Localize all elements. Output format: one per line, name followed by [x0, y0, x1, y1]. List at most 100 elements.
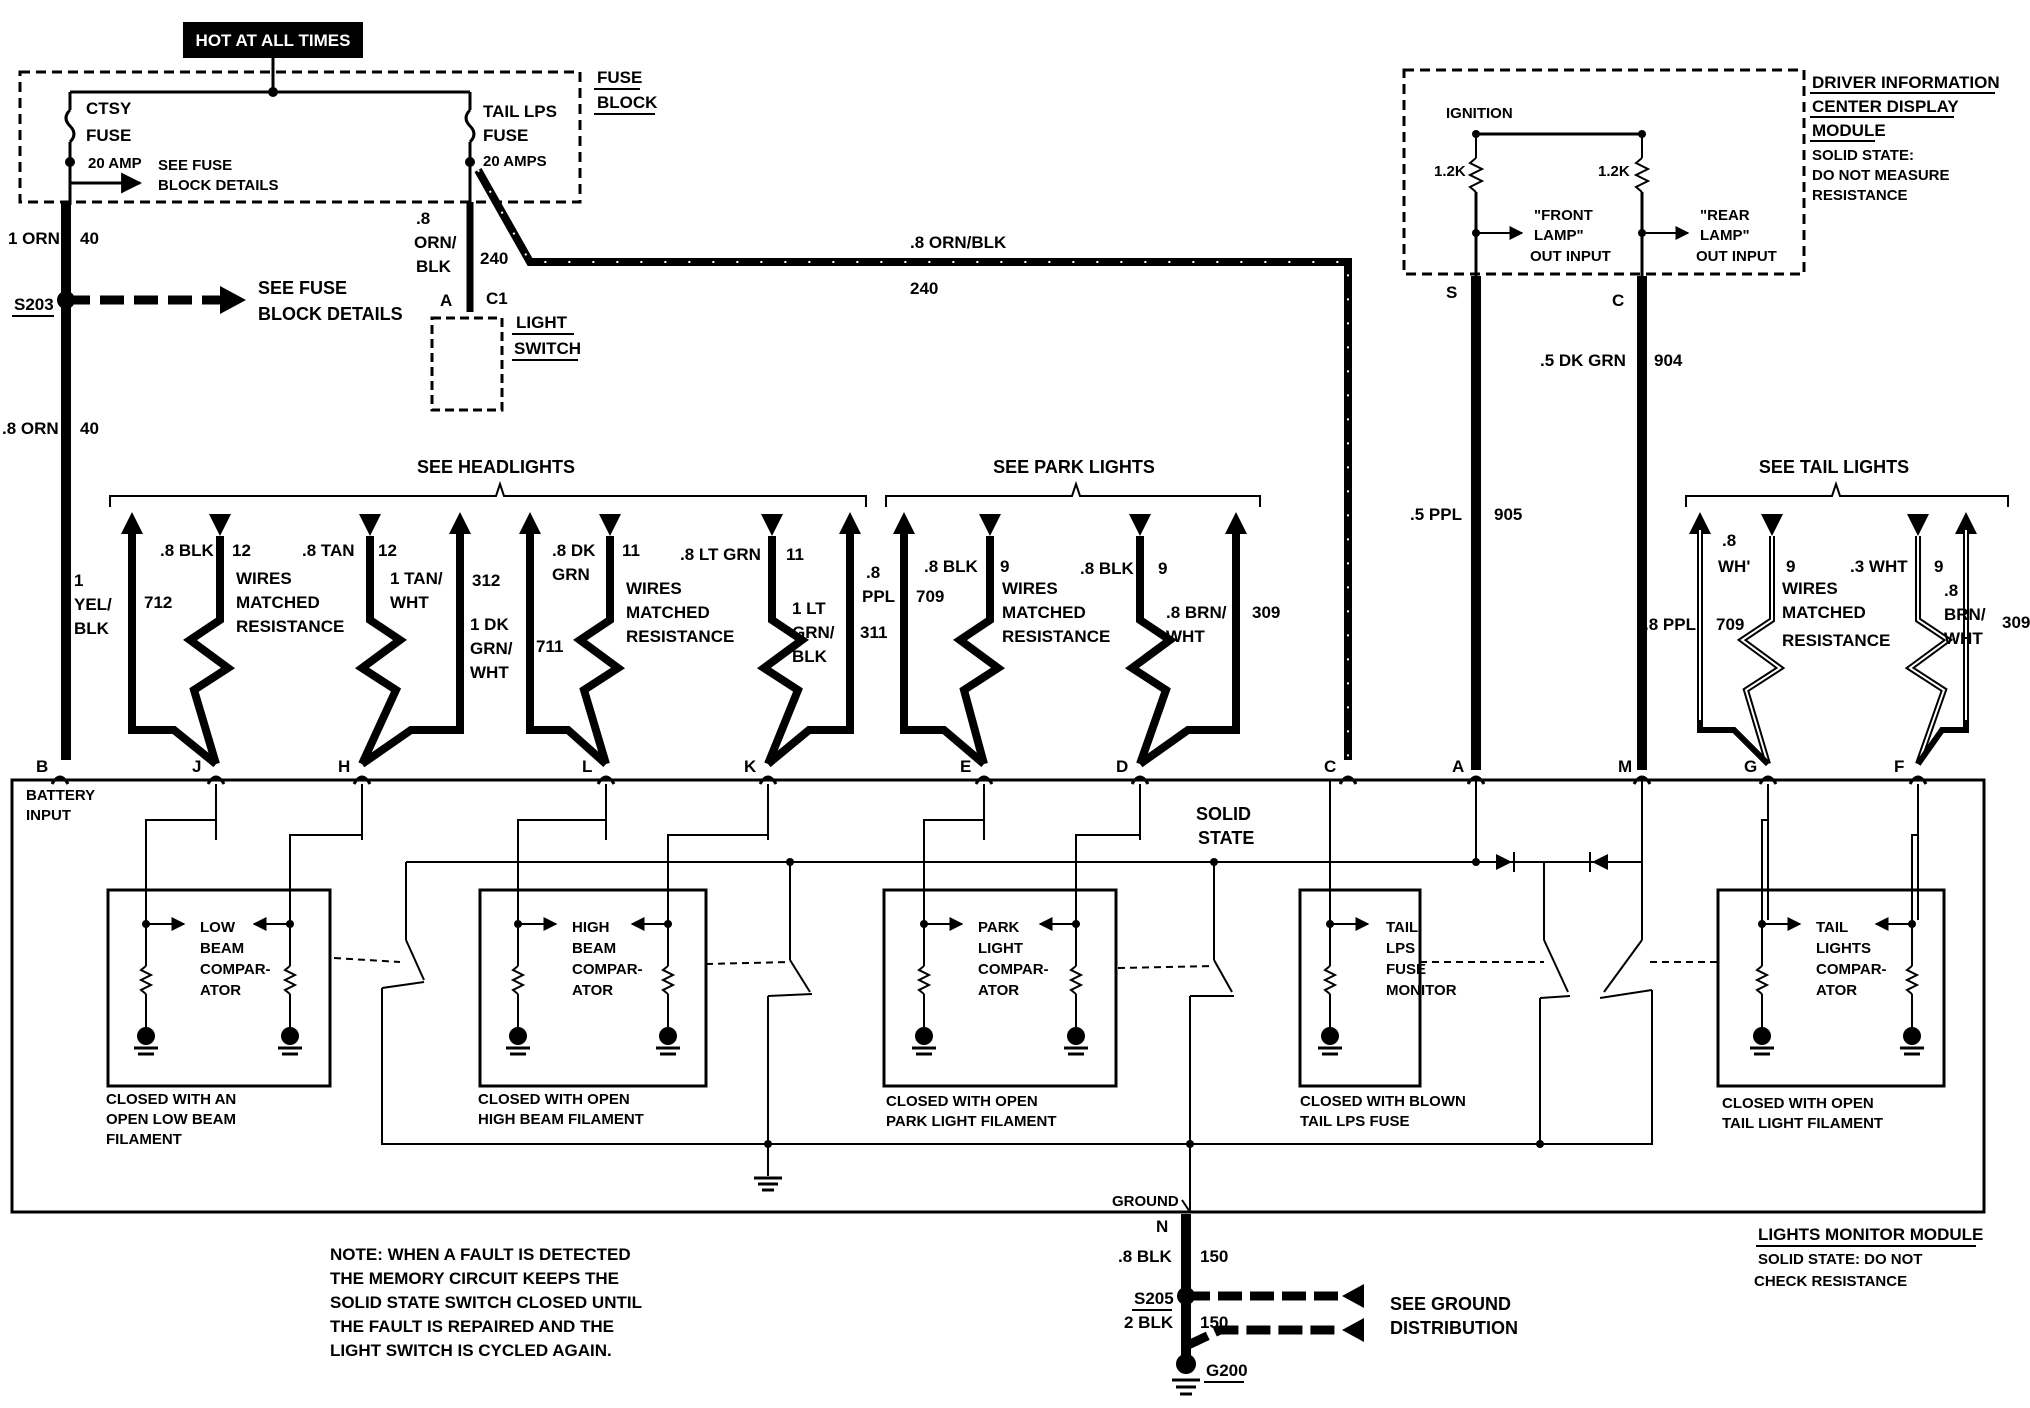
svg-text:RESISTANCE: RESISTANCE	[236, 617, 344, 636]
svg-text:SEE PARK LIGHTS: SEE PARK LIGHTS	[993, 457, 1155, 477]
group-braces: SEE HEADLIGHTS SEE PARK LIGHTS SEE TAIL …	[109, 457, 2009, 507]
svg-text:LIGHT SWITCH IS CYCLED AGAIN.: LIGHT SWITCH IS CYCLED AGAIN.	[330, 1341, 612, 1360]
svg-text:GRN/: GRN/	[470, 639, 513, 658]
svg-text:SEE TAIL LIGHTS: SEE TAIL LIGHTS	[1759, 457, 1909, 477]
up-arrow-icon	[893, 512, 915, 534]
ground-icon	[509, 1027, 527, 1045]
lamp-wire-loop	[756, 512, 861, 768]
up-arrow-icon	[519, 512, 541, 534]
svg-text:FUSE: FUSE	[597, 68, 642, 87]
svg-text:M: M	[1618, 757, 1632, 776]
svg-text:1 LT: 1 LT	[792, 599, 826, 618]
svg-text:11: 11	[622, 541, 640, 560]
svg-text:.8: .8	[416, 209, 430, 228]
svg-text:D: D	[1116, 757, 1128, 776]
svg-text:COMPAR-: COMPAR-	[978, 961, 1049, 978]
ctsy-fuse-icon	[64, 108, 76, 144]
svg-text:40: 40	[80, 229, 99, 248]
svg-text:TAIL: TAIL	[1816, 919, 1848, 936]
svg-text:FUSE: FUSE	[483, 126, 528, 145]
svg-text:CENTER DISPLAY: CENTER DISPLAY	[1812, 97, 1959, 116]
svg-text:G200: G200	[1206, 1361, 1248, 1380]
svg-text:709: 709	[1716, 615, 1744, 634]
svg-text:MATCHED: MATCHED	[1782, 603, 1866, 622]
svg-text:12: 12	[378, 541, 397, 560]
svg-text:DISTRIBUTION: DISTRIBUTION	[1390, 1318, 1518, 1338]
svg-text:ATOR: ATOR	[200, 982, 241, 999]
svg-text:STATE: STATE	[1198, 828, 1254, 848]
svg-text:240: 240	[480, 249, 508, 268]
svg-text:MODULE: MODULE	[1812, 121, 1886, 140]
svg-text:WHT: WHT	[470, 663, 509, 682]
orn-40-circuit: 1 ORN 40 S203 SEE FUSE BLOCK DETAILS .8 …	[2, 202, 403, 760]
svg-text:FUSE: FUSE	[1386, 961, 1426, 978]
down-arrow-icon	[761, 514, 783, 536]
svg-text:LAMP": LAMP"	[1700, 227, 1750, 244]
svg-text:709: 709	[916, 587, 944, 606]
ground-icon	[915, 1027, 933, 1045]
ground-circuit: GROUND N .8 BLK 150 S205 2 BLK 150 SEE G…	[1112, 1193, 1518, 1396]
pin-a: A	[1452, 757, 1486, 785]
svg-text:TAIL LIGHT FILAMENT: TAIL LIGHT FILAMENT	[1722, 1115, 1883, 1132]
ground-icon	[1172, 1378, 1200, 1396]
down-arrow-icon	[1761, 514, 1783, 536]
svg-text:BRN/: BRN/	[1944, 605, 1986, 624]
svg-text:LIGHTS MONITOR MODULE: LIGHTS MONITOR MODULE	[1758, 1225, 1983, 1244]
svg-text:9: 9	[1786, 557, 1795, 576]
driver-information-center: DRIVER INFORMATION CENTER DISPLAY MODULE…	[1402, 68, 2000, 770]
svg-text:.8 BLK: .8 BLK	[924, 557, 979, 576]
svg-text:THE MEMORY CIRCUIT KEEPS THE: THE MEMORY CIRCUIT KEEPS THE	[330, 1269, 619, 1288]
svg-text:20 AMPS: 20 AMPS	[483, 153, 547, 170]
svg-text:YEL/: YEL/	[74, 595, 112, 614]
resistor-icon	[510, 965, 526, 995]
svg-text:TAIL LPS: TAIL LPS	[483, 102, 557, 121]
pin-k: K	[744, 757, 778, 840]
lamp-wire-loop	[1689, 512, 1786, 767]
ground-icon	[754, 1176, 782, 1192]
svg-text:S205: S205	[1134, 1289, 1174, 1308]
svg-text:K: K	[744, 757, 757, 776]
svg-text:FILAMENT: FILAMENT	[106, 1131, 182, 1148]
resistor-icon	[916, 965, 932, 995]
svg-text:THE FAULT IS REPAIRED AND THE: THE FAULT IS REPAIRED AND THE	[330, 1317, 614, 1336]
comparators: LOWBEAMCOMPAR-ATORHIGHBEAMCOMPAR-ATORPAR…	[106, 819, 1946, 1088]
ground-icon	[137, 1027, 155, 1045]
svg-text:LIGHTS: LIGHTS	[1816, 940, 1871, 957]
ground-icon	[659, 1027, 677, 1045]
svg-text:.5 DK GRN: .5 DK GRN	[1540, 351, 1626, 370]
resistor-icon	[1754, 965, 1770, 995]
harness-labels: 1 YEL/ BLK 712 .8 BLK 12 WIRES MATCHED R…	[74, 531, 2030, 682]
resistor-icon	[282, 965, 298, 995]
svg-text:904: 904	[1654, 351, 1683, 370]
svg-text:9: 9	[1000, 557, 1009, 576]
svg-text:.8 PPL: .8 PPL	[1644, 615, 1696, 634]
svg-text:S203: S203	[14, 295, 54, 314]
down-arrow-icon	[979, 514, 1001, 536]
internal-circuit	[333, 780, 1718, 1212]
pin-h: H	[338, 757, 372, 840]
svg-text:RESISTANCE: RESISTANCE	[626, 627, 734, 646]
svg-text:1.2K: 1.2K	[1598, 163, 1630, 180]
svg-text:E: E	[960, 757, 971, 776]
svg-text:B: B	[36, 757, 48, 776]
resistor-icon	[138, 965, 154, 995]
svg-text:712: 712	[144, 593, 172, 612]
svg-text:FUSE: FUSE	[86, 126, 131, 145]
svg-text:CLOSED WITH OPEN: CLOSED WITH OPEN	[886, 1093, 1038, 1110]
svg-text:BLOCK DETAILS: BLOCK DETAILS	[158, 177, 279, 194]
pin-c: C	[1324, 757, 1358, 785]
svg-text:9: 9	[1158, 559, 1167, 578]
svg-text:SOLID STATE: DO NOT: SOLID STATE: DO NOT	[1758, 1251, 1922, 1268]
svg-text:SEE GROUND: SEE GROUND	[1390, 1294, 1511, 1314]
diode-icon	[1496, 854, 1512, 870]
down-arrow-icon	[1907, 514, 1929, 536]
svg-text:20 AMP: 20 AMP	[88, 155, 142, 172]
svg-text:LPS: LPS	[1386, 940, 1415, 957]
pin-l: L	[582, 757, 616, 840]
svg-text:.8 DK: .8 DK	[552, 541, 596, 560]
svg-text:LAMP": LAMP"	[1534, 227, 1584, 244]
